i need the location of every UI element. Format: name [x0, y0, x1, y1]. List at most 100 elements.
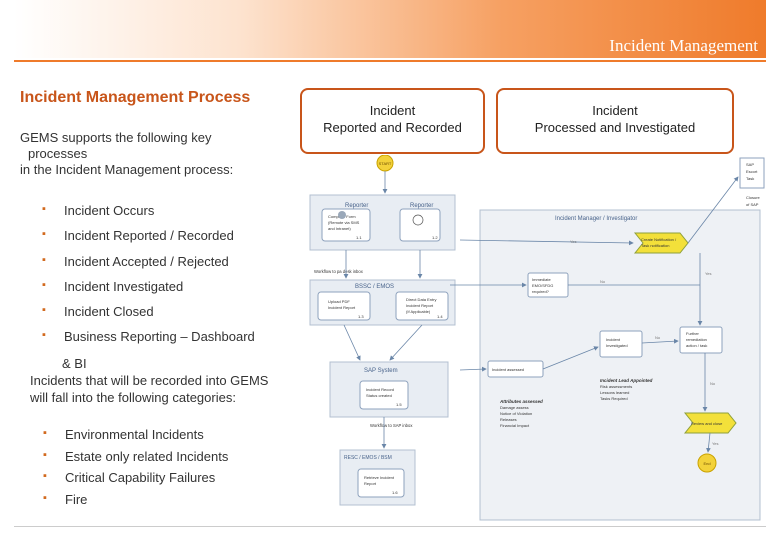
sap-task: [359, 380, 409, 410]
task-text: Incident Report: [406, 303, 434, 308]
task-text: Retrieve Incident: [364, 475, 395, 480]
person-icon: [338, 211, 346, 219]
bssc-task: [395, 291, 449, 321]
end-label: End: [703, 461, 710, 466]
column-header-line: Incident: [592, 103, 638, 118]
connector-label: Yes: [712, 441, 719, 446]
lead-item: Tasks Required: [600, 396, 628, 401]
task-text: (If Applicable): [406, 309, 431, 314]
task-text: Incident assessed: [492, 367, 524, 372]
task-text: remediation: [686, 337, 707, 342]
task-text: action / task: [686, 343, 707, 348]
task-text: Task: [746, 176, 754, 181]
person-icon: [412, 214, 424, 226]
list-item: Fire: [43, 492, 228, 514]
task-text: of SAP: [746, 202, 759, 207]
task-text: Incident Record: [366, 387, 394, 392]
column-header-processed: Incident Processed and Investigated: [496, 88, 734, 154]
decision-node: [633, 232, 689, 254]
process-flow-diagram: START Reporter Reporter Complete Form (R…: [300, 155, 768, 530]
task-text: Further: [686, 331, 700, 336]
task-id: 1.1: [356, 235, 362, 240]
bssc-lane-title: BSSC / EMOS: [355, 284, 394, 290]
reporter-lane-title: Reporter: [345, 203, 368, 209]
review-node: [683, 412, 737, 434]
reporter-lane-title: Reporter: [410, 203, 433, 209]
lead-item: Risk assessments: [600, 384, 632, 389]
task-id: 1.6: [392, 490, 398, 495]
lead-title: Incident Lead Appointed: [600, 378, 653, 383]
column-header-line: Incident: [369, 103, 416, 118]
task-text: Review and close: [691, 421, 723, 426]
decision-text: EMO/SFDG: [532, 283, 553, 288]
workflow-label: Workflow to SAP inbox: [370, 423, 413, 428]
task-text: Report: [364, 481, 377, 486]
list-item: Business Reporting – Dashboard: [42, 329, 255, 354]
text-line: will fall into the following categories:: [30, 390, 236, 405]
task-text: Upload PDF: [328, 299, 350, 304]
attributes-title: Attributes assessed: [499, 399, 543, 404]
end-node: [697, 453, 717, 473]
task-text: Status created: [366, 393, 392, 398]
further-action-box: [679, 326, 723, 354]
intro-line: in the Incident Management process:: [20, 162, 234, 177]
connector-label: No: [600, 279, 606, 284]
list-item: Environmental Incidents: [43, 427, 228, 449]
column-header-line: Processed and Investigated: [534, 120, 696, 135]
task-text: Incident: [606, 337, 621, 342]
task-text: (Remote via SMS: [328, 220, 360, 225]
sap-escort-task: [739, 157, 765, 189]
decision-text: Immediate: [532, 277, 551, 282]
connector-label: No: [655, 335, 661, 340]
category-list: Environmental Incidents Estate only rela…: [43, 427, 228, 513]
investigated-box: [599, 330, 643, 358]
decision-text: required?: [532, 289, 550, 294]
attribute-item: Damage assess: [500, 405, 529, 410]
reporter-task: [321, 208, 371, 242]
attribute-item: Financial Impact: [500, 423, 530, 428]
column-header-reported: Incident Reported and Recorded: [300, 88, 485, 154]
intro-line: GEMS supports the following key: [20, 130, 212, 145]
list-item: Critical Capability Failures: [43, 470, 228, 492]
categories-intro: & BI Incidents that will be recorded int…: [30, 355, 300, 406]
lead-item: Lessons learned: [600, 390, 629, 395]
footer-divider: [14, 526, 766, 527]
list-item: Estate only related Incidents: [43, 449, 228, 471]
text-line: Incidents that will be recorded into GEM…: [30, 373, 269, 388]
intro-line: processes: [28, 146, 88, 161]
task-text: SAP: [746, 162, 754, 167]
bssc-task: [317, 291, 371, 321]
task-text: Investigated: [606, 343, 628, 348]
process-flow-svg: START Reporter Reporter Complete Form (R…: [309, 155, 765, 521]
connector-label: No: [710, 381, 716, 386]
start-label: START: [379, 161, 392, 166]
column-header-line: Reported and Recorded: [323, 120, 462, 135]
list-item: Incident Accepted / Rejected: [42, 254, 255, 279]
text-line: & BI: [62, 356, 87, 371]
connector-label: Yes: [705, 271, 712, 276]
header-divider: [14, 60, 766, 62]
resc-task: [357, 468, 405, 498]
task-text: Direct Data Entry: [406, 297, 436, 302]
workflow-label: Workflow to pa desk inbox: [314, 269, 364, 274]
header-banner: Incident Management: [14, 0, 766, 58]
list-item: Incident Occurs: [42, 203, 255, 228]
decision-text: Create Notification /: [641, 237, 677, 242]
task-text: Incident Report: [328, 305, 356, 310]
sap-lane-title: SAP System: [364, 368, 398, 374]
task-text: and Intranet): [328, 226, 351, 231]
attribute-item: Notice of Violation: [500, 411, 532, 416]
task-id: 1.5: [396, 402, 402, 407]
page-heading: Incident Management Process: [20, 89, 251, 106]
intro-text: GEMS supports the following key processe…: [20, 130, 290, 178]
attribute-item: Releases: [500, 417, 517, 422]
task-id: 1.2: [432, 235, 438, 240]
task-id: 1.4: [437, 314, 443, 319]
resc-lane-title: RESC / EMOS / BSM: [344, 455, 392, 461]
task-text: Escort: [746, 169, 758, 174]
process-list: Incident Occurs Incident Reported / Reco…: [42, 203, 255, 355]
decision-text: Task notification: [641, 243, 669, 248]
list-item: Incident Closed: [42, 304, 255, 329]
list-item: Incident Reported / Recorded: [42, 228, 255, 253]
task-text: Closure: [746, 195, 761, 200]
